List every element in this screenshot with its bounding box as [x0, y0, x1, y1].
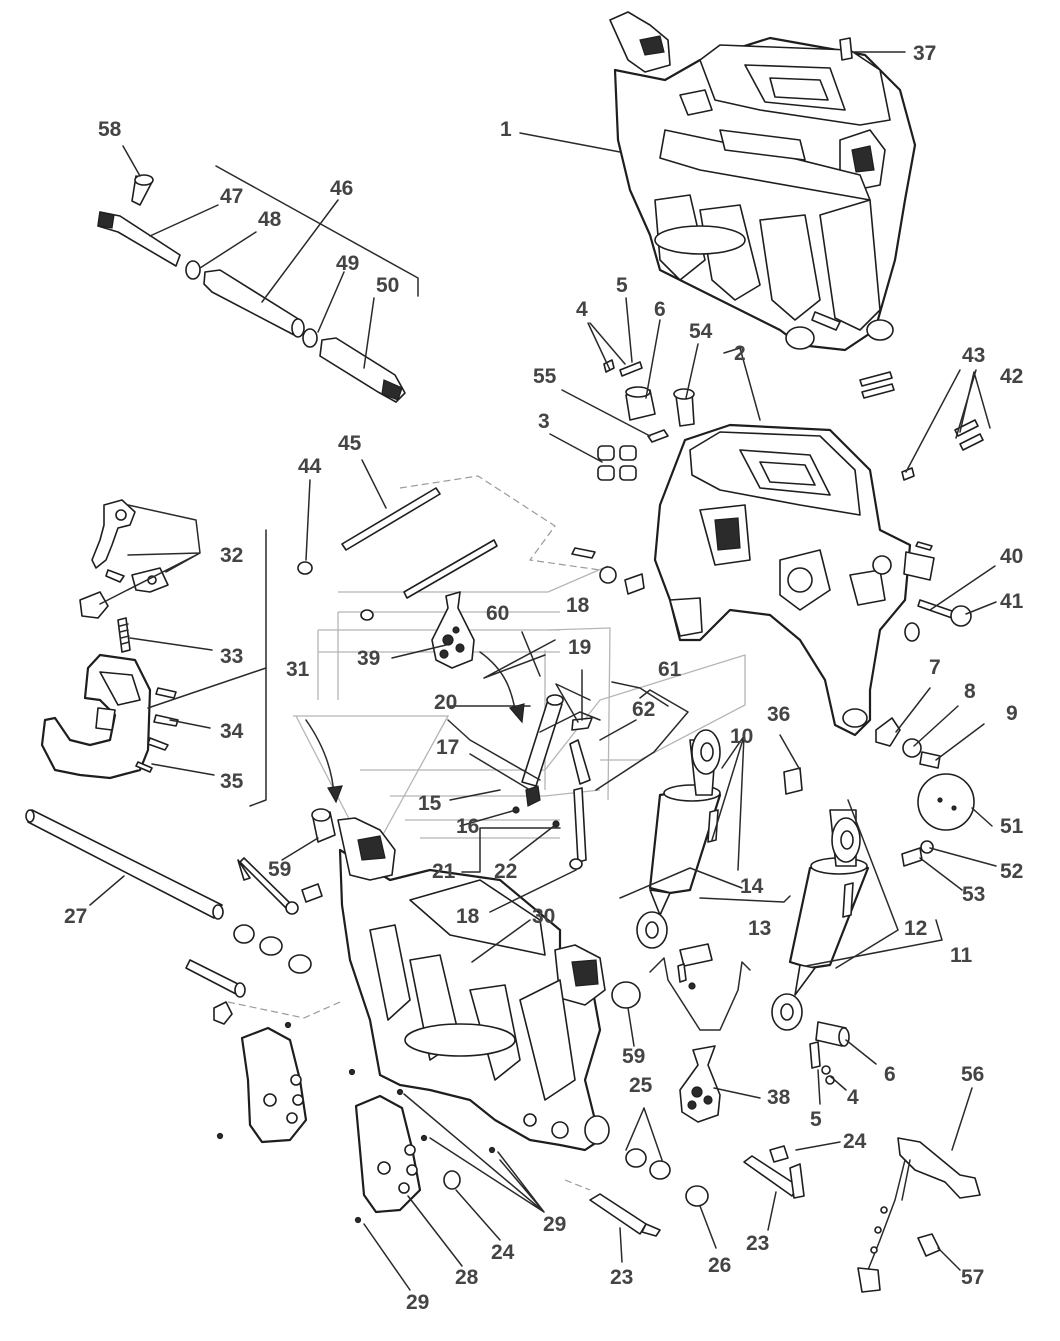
callout-29a: 29 — [543, 1213, 566, 1236]
callout-24b: 24 — [843, 1130, 867, 1153]
callout-10: 10 — [730, 725, 753, 748]
leader-lines — [89, 51, 997, 1291]
callout-15: 15 — [418, 792, 442, 815]
callout-60: 60 — [486, 602, 509, 625]
parts-bag-38 — [679, 1045, 721, 1123]
callout-59b: 59 — [622, 1045, 645, 1068]
callout-57: 57 — [961, 1266, 984, 1289]
callout-20: 20 — [434, 691, 457, 714]
callout-13: 13 — [748, 917, 771, 940]
callout-21: 21 — [432, 860, 456, 883]
callout-59a: 59 — [268, 858, 291, 881]
callout-1: 1 — [500, 118, 512, 141]
callout-4b: 4 — [847, 1086, 859, 1109]
callout-46: 46 — [330, 177, 353, 200]
yoke-frame-30 — [337, 817, 610, 1152]
callout-3: 3 — [538, 410, 550, 433]
shaft-27 — [25, 809, 224, 920]
callout-7: 7 — [929, 656, 941, 679]
callout-11: 11 — [950, 944, 973, 967]
callout-labels: 1 2 3 4 5 6 54 55 37 43 42 40 41 7 8 9 3… — [64, 42, 1024, 1314]
callout-40: 40 — [1000, 545, 1023, 568]
callout-18a: 18 — [566, 594, 590, 617]
callout-56: 56 — [961, 1063, 984, 1086]
callout-23a: 23 — [610, 1266, 633, 1289]
callout-5a: 5 — [616, 274, 628, 297]
callout-30: 30 — [532, 905, 555, 928]
callout-24a: 24 — [491, 1241, 515, 1264]
callout-32: 32 — [220, 544, 243, 567]
cylinder-11 — [771, 809, 870, 1031]
callout-6a: 6 — [654, 298, 666, 321]
callout-19: 19 — [568, 636, 591, 659]
misc-parts-right — [571, 37, 984, 1085]
callout-36: 36 — [767, 703, 790, 726]
callout-47: 47 — [220, 185, 243, 208]
callout-38: 38 — [767, 1086, 791, 1109]
callout-48: 48 — [258, 208, 282, 231]
housing-2 — [653, 423, 912, 737]
callout-14: 14 — [740, 875, 764, 898]
rods-44-45 — [297, 487, 498, 621]
callout-17: 17 — [436, 736, 459, 759]
misc-parts-lower-left — [185, 808, 496, 1224]
callout-31: 31 — [286, 658, 310, 681]
parts-bag-39 — [431, 591, 475, 669]
callout-35: 35 — [220, 770, 244, 793]
callout-34: 34 — [220, 720, 244, 743]
hook-assembly-31 — [40, 499, 179, 780]
callout-27: 27 — [64, 905, 87, 928]
callout-52: 52 — [1000, 860, 1023, 883]
callout-33: 33 — [220, 645, 243, 668]
assembly-arrows — [305, 651, 525, 804]
callout-58: 58 — [98, 118, 122, 141]
callout-49: 49 — [336, 252, 359, 275]
callout-29b: 29 — [406, 1291, 429, 1314]
callout-55: 55 — [533, 365, 557, 388]
callout-25: 25 — [629, 1074, 653, 1097]
callout-61: 61 — [658, 658, 682, 681]
callout-45: 45 — [338, 432, 362, 455]
cylinder-13 — [636, 729, 722, 949]
small-cylinder-17 — [512, 694, 593, 870]
callout-53: 53 — [962, 883, 985, 906]
callout-43: 43 — [962, 344, 985, 367]
callout-54: 54 — [689, 320, 713, 343]
callout-42: 42 — [1000, 365, 1023, 388]
callout-28: 28 — [455, 1266, 479, 1289]
callout-12: 12 — [904, 917, 927, 940]
callout-37: 37 — [913, 42, 936, 65]
callout-26: 26 — [708, 1254, 731, 1277]
callout-51: 51 — [1000, 815, 1024, 838]
callout-22: 22 — [494, 860, 517, 883]
callout-9: 9 — [1006, 702, 1018, 725]
callout-50: 50 — [376, 274, 399, 297]
callout-18b: 18 — [456, 905, 480, 928]
tie-rod-group — [97, 174, 406, 403]
callout-23b: 23 — [746, 1232, 769, 1255]
callout-2: 2 — [734, 342, 746, 365]
callout-5b: 5 — [810, 1108, 822, 1131]
callout-44: 44 — [298, 455, 322, 478]
callout-62: 62 — [632, 698, 655, 721]
callout-39: 39 — [357, 647, 380, 670]
callout-41: 41 — [1000, 590, 1024, 613]
callout-4a: 4 — [576, 298, 588, 321]
coupling-assembly-1 — [609, 11, 917, 352]
callout-8: 8 — [964, 680, 976, 703]
callout-6b: 6 — [884, 1063, 896, 1086]
callout-16: 16 — [456, 815, 479, 838]
